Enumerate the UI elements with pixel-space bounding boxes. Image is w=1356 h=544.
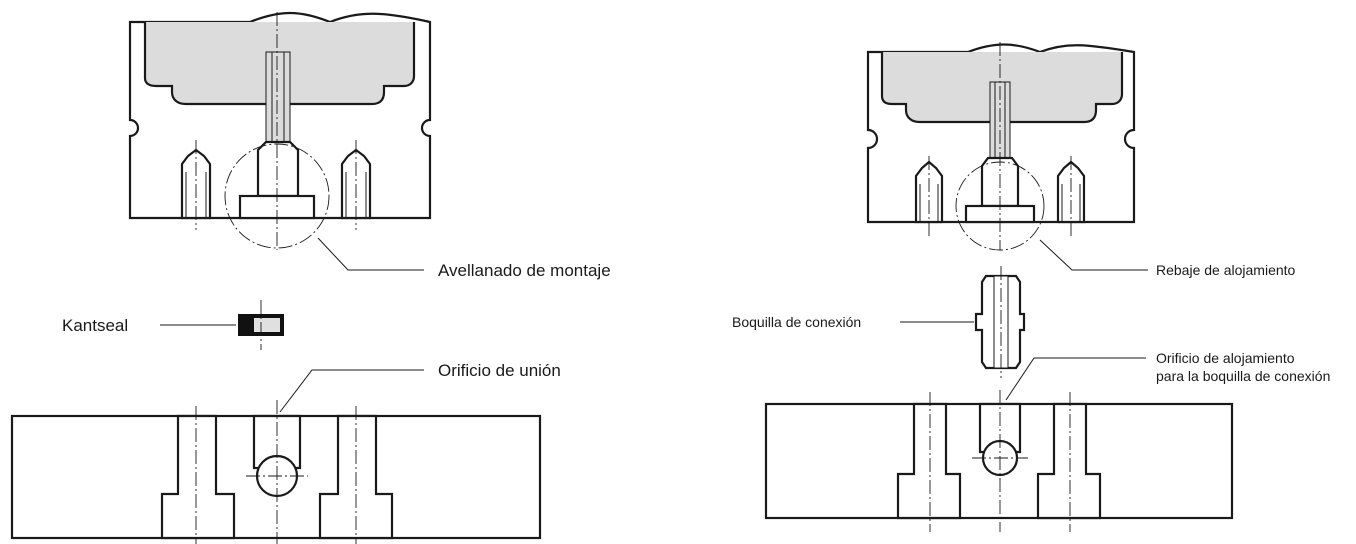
right-valve-body	[866, 42, 1136, 251]
left-valve-body	[128, 11, 432, 250]
left-center-bore	[256, 140, 300, 198]
right-subplate-bore-a	[896, 402, 962, 520]
right-detail-circle	[955, 161, 1045, 251]
leader-recess	[1039, 239, 1148, 271]
right-port-hole	[978, 402, 1022, 454]
port-label-right-line1: Orificio de alojamiento	[1156, 350, 1295, 366]
left-subplate	[10, 400, 542, 544]
right-nozzle	[974, 266, 1026, 378]
left-spool-rod	[265, 51, 291, 143]
left-port-hole	[252, 414, 302, 470]
right-subplate	[764, 390, 1234, 532]
left-subplate-bore-a	[160, 414, 236, 540]
recess-label: Rebaje de alojamiento	[1156, 262, 1296, 278]
leader-port	[279, 369, 424, 413]
seal-label: Kantseal	[62, 316, 128, 335]
right-assembly: Rebaje de alojamiento Boquilla de conexi…	[732, 42, 1330, 532]
leader-countersink	[317, 237, 424, 271]
leader-port-right	[1005, 357, 1146, 401]
left-seal	[238, 300, 284, 350]
left-body-section	[128, 11, 432, 220]
left-detail-circle	[224, 143, 330, 249]
nozzle-body	[974, 274, 1026, 370]
nozzle-label: Boquilla de conexión	[732, 314, 861, 330]
port-label: Orificio de unión	[438, 361, 561, 380]
right-subplate-bore-b	[1036, 402, 1102, 520]
left-assembly: Avellanado de montaje Kantseal Orificio …	[10, 11, 611, 544]
right-body-section	[866, 43, 1136, 224]
port-label-right-line2: para la boquilla de conexión	[1156, 368, 1330, 384]
countersink-label: Avellanado de montaje	[438, 261, 611, 280]
